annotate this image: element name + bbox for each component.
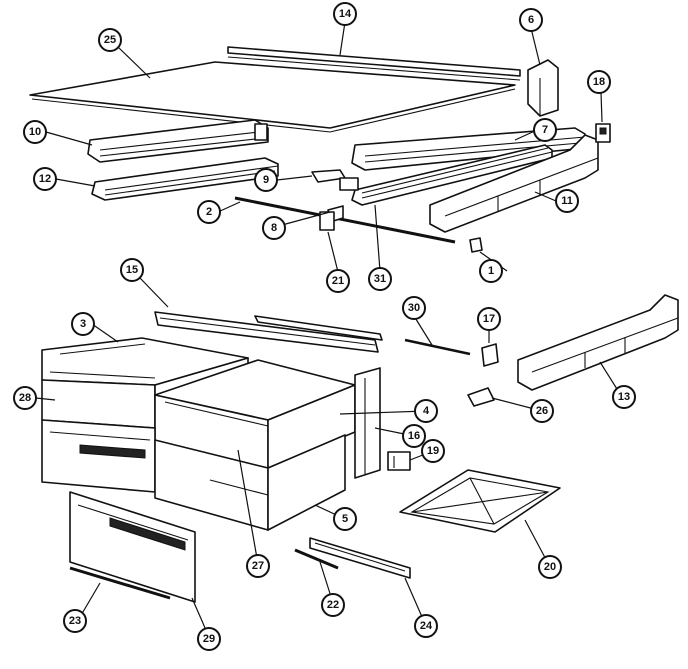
left-drawer-front (41, 419, 156, 493)
svg-text:26: 26 (536, 405, 548, 417)
svg-text:22: 22 (327, 599, 339, 611)
svg-text:1: 1 (488, 265, 494, 277)
svg-text:16: 16 (408, 430, 420, 442)
svg-text:31: 31 (374, 273, 386, 285)
left-slide-rail-lower (91, 157, 279, 201)
right-rail-assembly (429, 134, 599, 233)
callout: 18 (587, 70, 611, 94)
callout: 4 (414, 399, 438, 423)
callout: 26 (530, 399, 554, 423)
callout: 2 (197, 200, 221, 224)
callout: 17 (477, 307, 501, 331)
svg-text:11: 11 (561, 195, 573, 207)
cross-rod (234, 196, 456, 244)
drawer-top-trim (154, 311, 383, 353)
callout: 10 (23, 120, 47, 144)
callout: 15 (120, 258, 144, 282)
drawer-tray (399, 469, 561, 533)
svg-text:12: 12 (39, 173, 51, 185)
svg-text:2: 2 (206, 206, 212, 218)
callout: 7 (533, 118, 557, 142)
side-panel (354, 367, 381, 479)
right-lower-rail (517, 294, 679, 391)
drawer-face-panel (69, 491, 196, 603)
svg-text:8: 8 (271, 222, 277, 234)
callout: 9 (254, 168, 278, 192)
clip-26 (467, 387, 495, 407)
svg-text:19: 19 (427, 445, 439, 457)
svg-text:23: 23 (69, 615, 81, 627)
callout: 20 (538, 555, 562, 579)
top-rail (227, 46, 521, 81)
svg-text:21: 21 (332, 275, 344, 287)
callout: 30 (402, 296, 426, 320)
callout: 19 (421, 439, 445, 463)
svg-text:27: 27 (252, 560, 264, 572)
cover-panel (29, 61, 516, 133)
bracket-19 (387, 451, 411, 471)
callout: 25 (98, 28, 122, 52)
callout: 29 (197, 627, 221, 651)
svg-text:17: 17 (483, 313, 495, 325)
clip-18 (595, 123, 611, 143)
small-bracket-9 (311, 169, 359, 191)
svg-text:18: 18 (593, 76, 605, 88)
svg-text:4: 4 (423, 405, 430, 417)
svg-text:20: 20 (544, 561, 556, 573)
callout: 1 (479, 259, 503, 283)
callout: 24 (414, 614, 438, 638)
corner-bracket (527, 59, 559, 117)
svg-text:6: 6 (528, 14, 534, 26)
callout: 3 (71, 312, 95, 336)
bracket-21 (319, 211, 335, 231)
svg-text:24: 24 (420, 620, 433, 632)
support-rod (404, 338, 471, 356)
callout: 11 (555, 189, 579, 213)
callout: 13 (612, 385, 636, 409)
svg-text:13: 13 (618, 391, 630, 403)
svg-text:3: 3 (80, 318, 86, 330)
callout: 14 (333, 2, 357, 26)
clip-1 (469, 237, 483, 253)
callout: 8 (262, 216, 286, 240)
clip-17 (481, 343, 499, 367)
svg-text:15: 15 (126, 264, 138, 276)
svg-text:5: 5 (342, 513, 348, 525)
svg-text:28: 28 (19, 392, 31, 404)
callout: 16 (402, 424, 426, 448)
svg-text:10: 10 (29, 126, 41, 138)
callout: 5 (333, 507, 357, 531)
callout: 6 (519, 8, 543, 32)
svg-text:14: 14 (339, 8, 352, 20)
leader-lines (35, 21, 623, 638)
svg-text:7: 7 (542, 124, 548, 136)
callout: 31 (368, 267, 392, 291)
left-slide-rail-upper (87, 119, 269, 163)
svg-text:25: 25 (104, 34, 116, 46)
callout: 23 (63, 609, 87, 633)
guide-rail (309, 537, 411, 579)
svg-text:30: 30 (408, 302, 420, 314)
svg-text:9: 9 (263, 174, 269, 186)
callout: 12 (33, 167, 57, 191)
callout: 21 (326, 269, 350, 293)
trim-strip (69, 566, 171, 600)
small-strip (294, 548, 339, 570)
svg-text:29: 29 (203, 633, 215, 645)
callout: 28 (13, 386, 37, 410)
callout: 22 (321, 593, 345, 617)
callout: 27 (246, 554, 270, 578)
